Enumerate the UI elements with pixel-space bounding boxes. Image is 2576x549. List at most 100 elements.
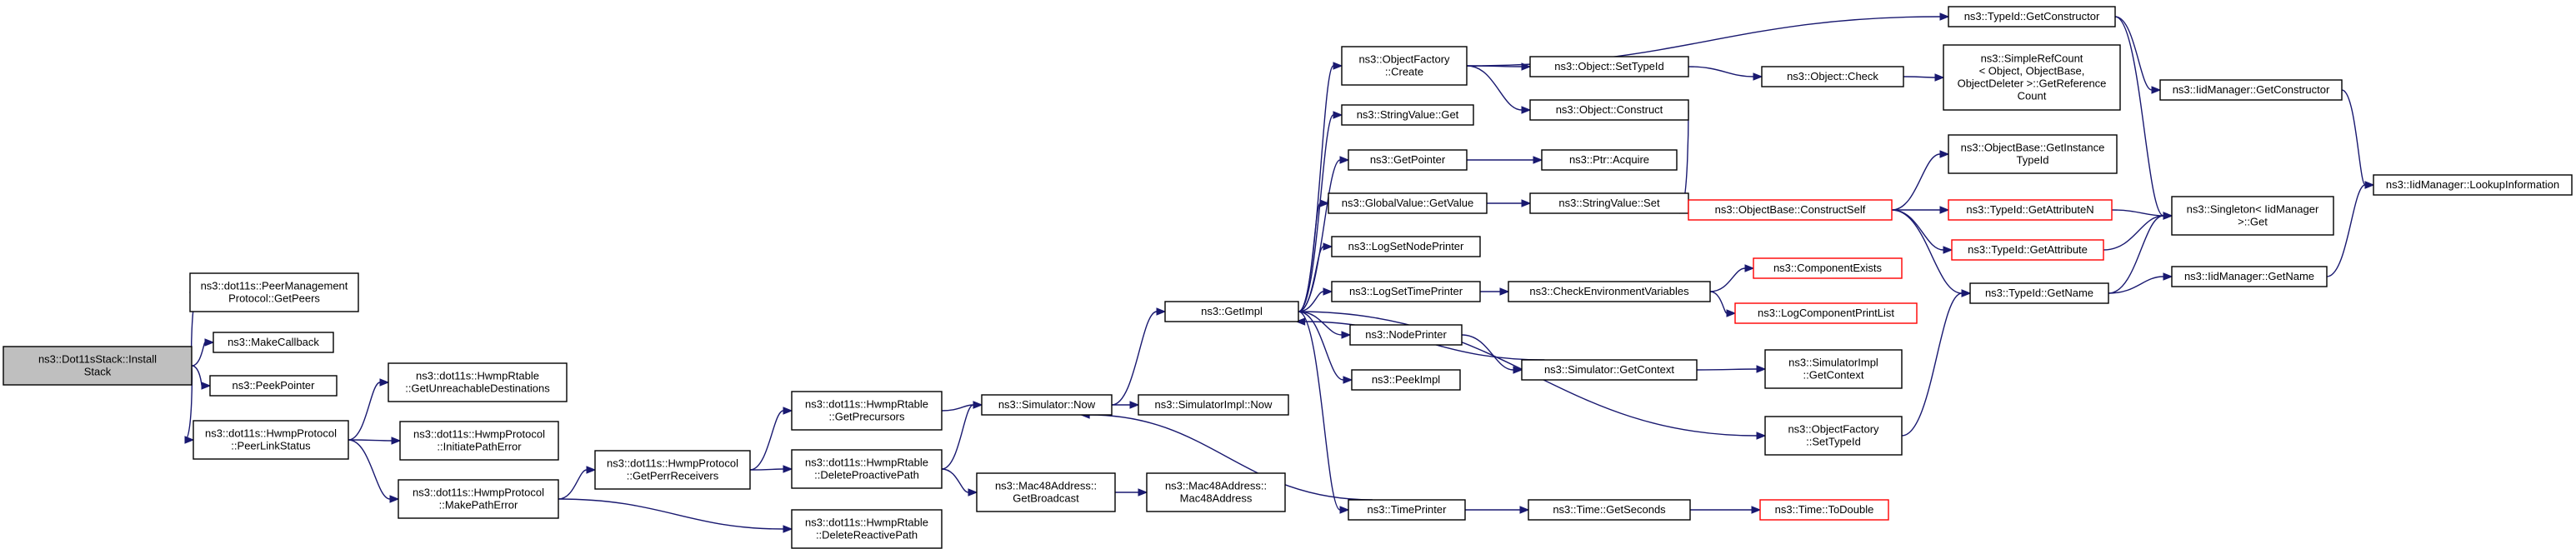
node-typeid_getconstructor[interactable]: ns3::TypeId::GetConstructor: [1948, 6, 2116, 27]
node-box[interactable]: [1761, 66, 1904, 87]
node-box[interactable]: [791, 449, 943, 489]
node-box[interactable]: [3, 346, 193, 386]
node-box[interactable]: [213, 332, 334, 353]
node-box[interactable]: [1764, 349, 1903, 389]
node-initiatepatherror[interactable]: ns3::dot11s::HwmpProtocol::InitiatePathE…: [399, 421, 559, 461]
node-box[interactable]: [1521, 359, 1698, 381]
node-makecallback[interactable]: ns3::MakeCallback: [213, 332, 334, 353]
node-box[interactable]: [193, 420, 349, 460]
node-objfactory_settypeid[interactable]: ns3::ObjectFactory::SetTypeId: [1764, 416, 1903, 456]
node-box[interactable]: [1969, 282, 2109, 304]
node-makepatherror[interactable]: ns3::dot11s::HwmpProtocol::MakePathError: [398, 479, 559, 519]
node-timeprinter[interactable]: ns3::TimePrinter: [1348, 499, 1466, 521]
node-box[interactable]: [1951, 239, 2104, 261]
node-box[interactable]: [1688, 199, 1893, 221]
node-mac48ctor[interactable]: ns3::Mac48Address::Mac48Address: [1146, 472, 1286, 512]
node-deletereactive[interactable]: ns3::dot11s::HwmpRtable::DeleteReactiveP…: [791, 509, 943, 549]
node-simimpl_getcontext[interactable]: ns3::SimulatorImpl::GetContext: [1764, 349, 1903, 389]
node-box[interactable]: [1331, 281, 1481, 302]
node-getprecursors[interactable]: ns3::dot11s::HwmpRtable::GetPrecursors: [791, 391, 943, 431]
node-box[interactable]: [1146, 472, 1286, 512]
node-globalvalue_getvalue[interactable]: ns3::GlobalValue::GetValue: [1328, 192, 1488, 214]
node-iidmanager_getconstructor[interactable]: ns3::IidManager::GetConstructor: [2159, 79, 2343, 101]
node-typeid_getname[interactable]: ns3::TypeId::GetName: [1969, 282, 2109, 304]
node-typeid_getattribute[interactable]: ns3::TypeId::GetAttribute: [1951, 239, 2104, 261]
node-box[interactable]: [209, 375, 338, 397]
node-simplerefcount[interactable]: ns3::SimpleRefCount< Object, ObjectBase,…: [1943, 44, 2121, 111]
node-box[interactable]: [1529, 99, 1689, 121]
node-iidmanager_getname[interactable]: ns3::IidManager::GetName: [2171, 266, 2328, 287]
node-simnow[interactable]: ns3::Simulator::Now: [981, 394, 1113, 416]
node-iidmanager_lookupinfo[interactable]: ns3::IidManager::LookupInformation: [2373, 174, 2573, 196]
node-box[interactable]: [1948, 6, 2116, 27]
node-box[interactable]: [1341, 46, 1468, 86]
node-box[interactable]: [1138, 394, 1289, 416]
node-box[interactable]: [1734, 302, 1918, 324]
node-box[interactable]: [1541, 149, 1678, 171]
node-object_settypeid[interactable]: ns3::Object::SetTypeId: [1529, 56, 1689, 77]
node-peerlinkstatus[interactable]: ns3::dot11s::HwmpProtocol::PeerLinkStatu…: [193, 420, 349, 460]
node-peermgmt_getpeers[interactable]: ns3::dot11s::PeerManagementProtocol::Get…: [189, 272, 359, 312]
node-getperrreceivers[interactable]: ns3::dot11s::HwmpProtocol::GetPerrReceiv…: [594, 450, 751, 490]
node-box[interactable]: [1764, 416, 1903, 456]
node-box[interactable]: [2159, 79, 2343, 101]
node-getpointer[interactable]: ns3::GetPointer: [1348, 149, 1468, 171]
node-stringvalue_get[interactable]: ns3::StringValue::Get: [1341, 104, 1474, 126]
node-box[interactable]: [2171, 196, 2334, 236]
node-box[interactable]: [2373, 174, 2573, 196]
node-object_construct[interactable]: ns3::Object::Construct: [1529, 99, 1689, 121]
node-box[interactable]: [1529, 192, 1689, 214]
node-objfactory_create[interactable]: ns3::ObjectFactory::Create: [1341, 46, 1468, 86]
node-peekimpl[interactable]: ns3::PeekImpl: [1351, 369, 1461, 391]
node-box[interactable]: [1341, 104, 1474, 126]
node-box[interactable]: [1529, 56, 1689, 77]
node-box[interactable]: [791, 509, 943, 549]
node-box[interactable]: [1753, 257, 1903, 279]
node-getunreachable[interactable]: ns3::dot11s::HwmpRtable::GetUnreachableD…: [388, 362, 568, 402]
node-box[interactable]: [1351, 369, 1461, 391]
node-box[interactable]: [976, 472, 1116, 512]
node-box[interactable]: [1759, 499, 1889, 521]
node-box[interactable]: [1328, 192, 1488, 214]
node-getbroadcast[interactable]: ns3::Mac48Address::GetBroadcast: [976, 472, 1116, 512]
node-logsettimeprinter[interactable]: ns3::LogSetTimePrinter: [1331, 281, 1481, 302]
node-box[interactable]: [1948, 134, 2118, 174]
node-box[interactable]: [189, 272, 359, 312]
node-box[interactable]: [1348, 499, 1466, 521]
node-singleton_get[interactable]: ns3::Singleton< IidManager>::Get: [2171, 196, 2334, 236]
node-time_todouble[interactable]: ns3::Time::ToDouble: [1759, 499, 1889, 521]
node-box[interactable]: [981, 394, 1113, 416]
node-object_check[interactable]: ns3::Object::Check: [1761, 66, 1904, 87]
node-stringvalue_set[interactable]: ns3::StringValue::Set: [1529, 192, 1689, 214]
node-componentexists[interactable]: ns3::ComponentExists: [1753, 257, 1903, 279]
node-logcomponentprintlist[interactable]: ns3::LogComponentPrintList: [1734, 302, 1918, 324]
node-box[interactable]: [1508, 281, 1711, 302]
node-box[interactable]: [388, 362, 568, 402]
node-box[interactable]: [2171, 266, 2328, 287]
node-logsetnodeprinter[interactable]: ns3::LogSetNodePrinter: [1331, 236, 1481, 257]
node-nodeprinter[interactable]: ns3::NodePrinter: [1349, 324, 1463, 346]
node-objbase_constructself[interactable]: ns3::ObjectBase::ConstructSelf: [1688, 199, 1893, 221]
node-peekpointer[interactable]: ns3::PeekPointer: [209, 375, 338, 397]
node-box[interactable]: [1528, 499, 1691, 521]
node-box[interactable]: [1349, 324, 1463, 346]
node-box[interactable]: [399, 421, 559, 461]
node-ptr_acquire[interactable]: ns3::Ptr::Acquire: [1541, 149, 1678, 171]
node-box[interactable]: [1164, 301, 1299, 322]
node-checkenvvars[interactable]: ns3::CheckEnvironmentVariables: [1508, 281, 1711, 302]
node-time_getseconds[interactable]: ns3::Time::GetSeconds: [1528, 499, 1691, 521]
node-box[interactable]: [1943, 44, 2121, 111]
node-box[interactable]: [594, 450, 751, 490]
node-sim_getcontext[interactable]: ns3::Simulator::GetContext: [1521, 359, 1698, 381]
node-box[interactable]: [1348, 149, 1468, 171]
node-getimpl[interactable]: ns3::GetImpl: [1164, 301, 1299, 322]
node-box[interactable]: [791, 391, 943, 431]
node-deleteproactive[interactable]: ns3::dot11s::HwmpRtable::DeleteProactive…: [791, 449, 943, 489]
node-box[interactable]: [1331, 236, 1481, 257]
node-typeid_getattributen[interactable]: ns3::TypeId::GetAttributeN: [1948, 199, 2113, 221]
node-simimplnow[interactable]: ns3::SimulatorImpl::Now: [1138, 394, 1289, 416]
node-box[interactable]: [1948, 199, 2113, 221]
node-box[interactable]: [398, 479, 559, 519]
